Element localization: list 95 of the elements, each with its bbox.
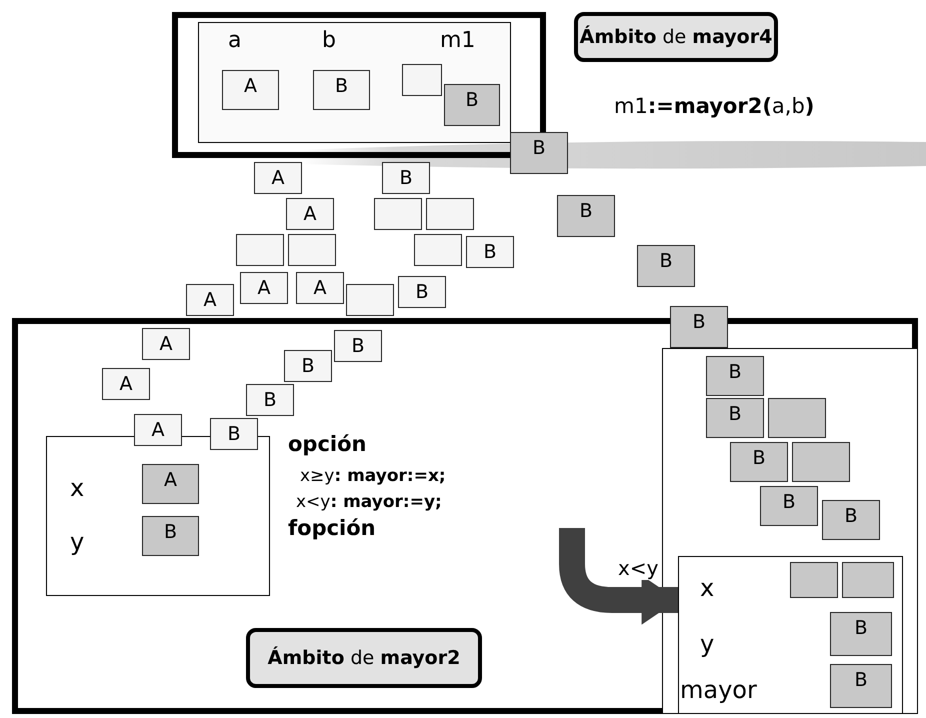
value-box [334, 330, 382, 362]
value-box [706, 398, 764, 438]
value-text: A [258, 278, 270, 298]
variable-name: x [70, 474, 84, 502]
value-text: B [483, 242, 497, 262]
value-text: B [399, 168, 413, 188]
curved-arrow [559, 528, 678, 625]
value-text: A [120, 374, 132, 394]
value-text: B [351, 336, 365, 356]
value-text: B [752, 448, 766, 468]
value-box [830, 612, 892, 656]
value-box [557, 195, 615, 237]
value-box [186, 284, 234, 316]
value-box [760, 486, 818, 526]
value-box [142, 328, 190, 360]
value-box [382, 162, 430, 194]
memory-panel [198, 22, 511, 143]
scope-label-box [574, 12, 778, 62]
value-box [286, 198, 334, 230]
value-text: B [782, 492, 796, 512]
value-box [254, 162, 302, 194]
value-box [142, 464, 199, 504]
value-text: B [579, 201, 593, 221]
scope-title: Ámbito de mayor2 [268, 645, 460, 671]
value-box [637, 245, 695, 287]
code-line: x<y: mayor:=y; [296, 492, 442, 512]
value-text: A [152, 420, 164, 440]
value-box [240, 272, 288, 304]
variable-name: mayor [680, 676, 757, 704]
variable-name: a [228, 28, 242, 53]
value-box [670, 306, 728, 348]
code-line: x≥y: mayor:=x; [300, 466, 446, 486]
value-text: B [854, 618, 868, 638]
value-box [444, 84, 500, 126]
value-box [768, 398, 826, 438]
scope-frame [172, 12, 546, 158]
value-box [284, 350, 332, 382]
variable-name: m1 [440, 28, 476, 53]
value-box [822, 500, 880, 540]
value-text: B [415, 282, 429, 302]
memory-panel [678, 556, 903, 714]
value-box [313, 70, 370, 110]
value-text: A [314, 278, 326, 298]
value-text: B [263, 390, 277, 410]
variable-name: y [700, 630, 714, 658]
code-line: fopción [288, 516, 376, 540]
value-text: B [692, 312, 706, 332]
value-box [730, 442, 788, 482]
code-line: opción [288, 432, 366, 456]
value-box [210, 418, 258, 450]
value-text: A [204, 290, 216, 310]
value-box [830, 664, 892, 708]
value-box [296, 272, 344, 304]
value-text: B [164, 522, 178, 542]
value-box [134, 414, 182, 446]
value-text: B [532, 138, 546, 158]
value-box [288, 234, 336, 266]
value-text: A [244, 76, 257, 96]
value-box [426, 198, 474, 230]
value-box [398, 276, 446, 308]
memory-panel [662, 348, 918, 714]
value-box [236, 234, 284, 266]
variable-name: x [700, 574, 714, 602]
value-text: B [227, 424, 241, 444]
value-text: B [844, 506, 858, 526]
value-box [142, 516, 199, 556]
value-text: A [164, 470, 177, 490]
value-box [510, 132, 568, 174]
scope-title: Ámbito de mayor4 [580, 24, 772, 50]
value-box [346, 284, 394, 316]
value-text: B [854, 670, 868, 690]
value-box [790, 562, 838, 598]
value-text: A [272, 168, 284, 188]
value-text: A [160, 334, 172, 354]
value-box [222, 70, 279, 110]
value-box [842, 562, 894, 598]
value-box [102, 368, 150, 400]
value-box [402, 64, 442, 96]
value-text: B [728, 362, 742, 382]
value-text: B [728, 404, 742, 424]
value-box [466, 236, 514, 268]
variable-name: b [322, 28, 336, 53]
value-text: A [304, 204, 316, 224]
variable-name: y [70, 528, 84, 556]
scope-label-box [246, 628, 482, 688]
value-box [246, 384, 294, 416]
value-text: B [659, 251, 673, 271]
call-statement: m1:=mayor2(a,b) [614, 94, 814, 118]
value-box [374, 198, 422, 230]
value-box [706, 356, 764, 396]
value-box [792, 442, 850, 482]
value-box [414, 234, 462, 266]
value-text: B [465, 90, 479, 110]
value-text: B [334, 76, 348, 96]
value-text: B [301, 356, 315, 376]
